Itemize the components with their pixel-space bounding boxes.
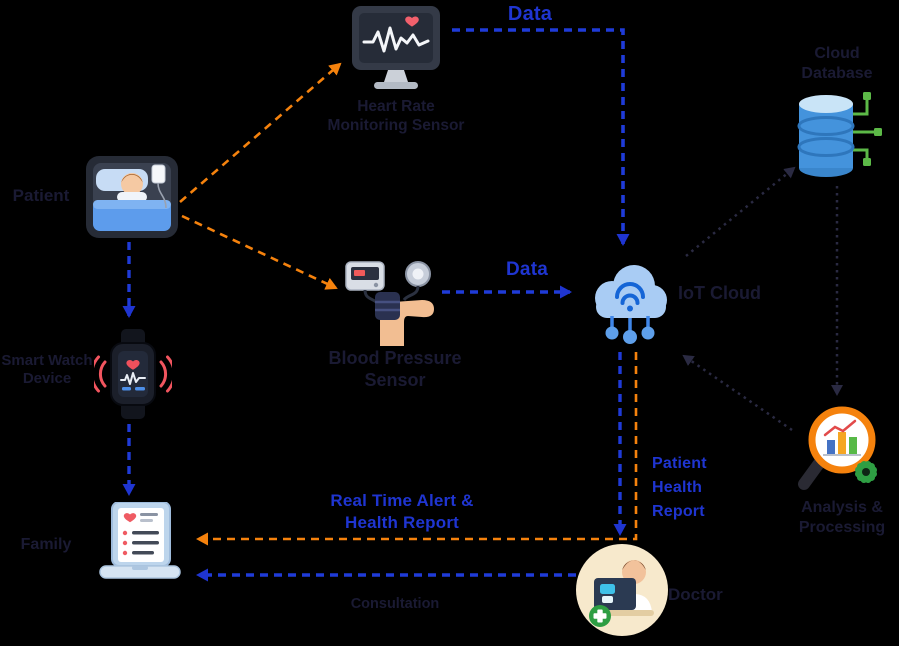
heart-rate-sensor-label: Heart Rate Monitoring Sensor <box>327 98 465 134</box>
arrow-cloud-to-family-alert <box>196 352 638 546</box>
iot-cloud-label: IoT Cloud <box>678 283 761 303</box>
heart-rate-monitor-icon <box>348 6 448 98</box>
data-top-edge-label: Data <box>507 3 553 25</box>
iot-cloud-icon <box>582 256 678 348</box>
doctor-icon <box>574 542 670 638</box>
data-analysis-icon <box>796 400 888 496</box>
iot-cloud-svg <box>595 265 667 344</box>
arrow-patient-to-heart-sensor <box>179 62 342 203</box>
patient-health-report-label: Patient Health Report <box>652 455 707 520</box>
patient-label: Patient <box>12 186 70 205</box>
blood-pressure-sensor-icon <box>342 250 438 346</box>
arrow-patient-to-bp-sensor <box>181 214 338 290</box>
family-laptop-svg <box>99 502 181 579</box>
doctor-label: Doctor <box>668 585 723 604</box>
arrow-heart-sensor-to-cloud <box>452 28 630 246</box>
doctor-svg <box>576 544 668 636</box>
arrow-analysis-to-cloud <box>682 354 793 432</box>
cloud-database-svg <box>797 92 882 177</box>
family-label: Family <box>20 536 72 553</box>
smart-watch-label: Smart Watch Device <box>1 352 93 388</box>
patient-bed-svg <box>86 156 178 238</box>
data-mid-edge-label: Data <box>506 259 548 280</box>
blood-pressure-sensor-label: Blood Pressure Sensor <box>328 348 462 390</box>
consultation-label: Consultation <box>350 596 440 612</box>
real-time-alert-label: Real Time Alert & Health Report <box>330 491 474 533</box>
patient-bed-icon <box>86 156 178 238</box>
cloud-database-icon <box>792 86 884 182</box>
arrow-cloud-to-database <box>685 166 796 257</box>
blood-pressure-sensor-svg <box>345 261 434 346</box>
smart-watch-svg <box>94 329 172 419</box>
cloud-database-label: Cloud Database <box>801 45 873 82</box>
data-analysis-svg <box>798 406 878 490</box>
smart-watch-icon <box>94 328 172 420</box>
heart-rate-monitor-svg <box>352 6 440 89</box>
family-laptop-icon <box>92 502 188 588</box>
data-analysis-label: Analysis & Processing <box>798 499 886 536</box>
